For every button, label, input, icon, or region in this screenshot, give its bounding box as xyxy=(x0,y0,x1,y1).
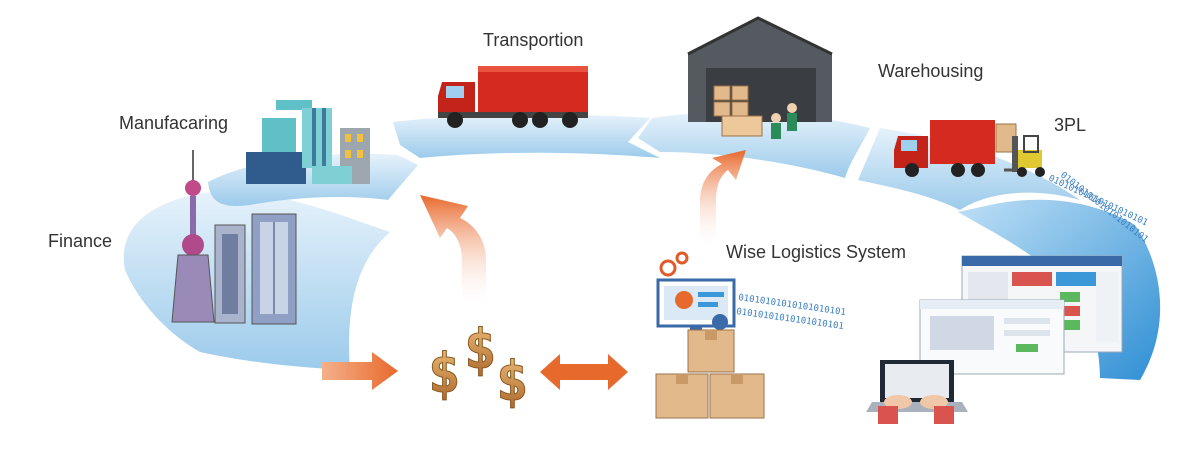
forklift-icon xyxy=(1004,135,1045,177)
third-party-logistics-label: 3PL xyxy=(1054,115,1087,135)
warehousing-segment xyxy=(638,112,870,178)
transportation-label: Transportion xyxy=(483,30,584,50)
truck-icon xyxy=(438,66,588,128)
arrow-up-right xyxy=(700,150,746,250)
arrow-double xyxy=(540,354,628,390)
software-screenshot-front xyxy=(919,299,1065,375)
dollar-signs-icon: $ $ $ xyxy=(428,318,530,414)
binary-stream-lower: 01010101010101010101 0101010101010101010… xyxy=(736,293,847,332)
system-label: Wise Logistics System xyxy=(726,242,907,262)
warehousing-label: Warehousing xyxy=(878,61,984,81)
manufacturing-label: Manufacaring xyxy=(119,113,229,133)
delivery-truck-icon xyxy=(894,120,1017,177)
factory-icon xyxy=(246,100,370,184)
laptop-icon xyxy=(866,360,968,424)
monitor-gears-icon xyxy=(656,251,736,336)
warehouse-icon xyxy=(687,16,833,139)
city-towers-icon xyxy=(171,150,297,325)
dollar-sign-left: $ xyxy=(428,342,461,405)
dollar-sign-middle: $ xyxy=(464,318,497,381)
dollar-sign-right: $ xyxy=(496,350,529,413)
arrow-up-left xyxy=(420,195,486,310)
cardboard-boxes-icon xyxy=(655,329,765,419)
arrow-right xyxy=(322,352,398,390)
finance-label: Finance xyxy=(48,231,113,251)
